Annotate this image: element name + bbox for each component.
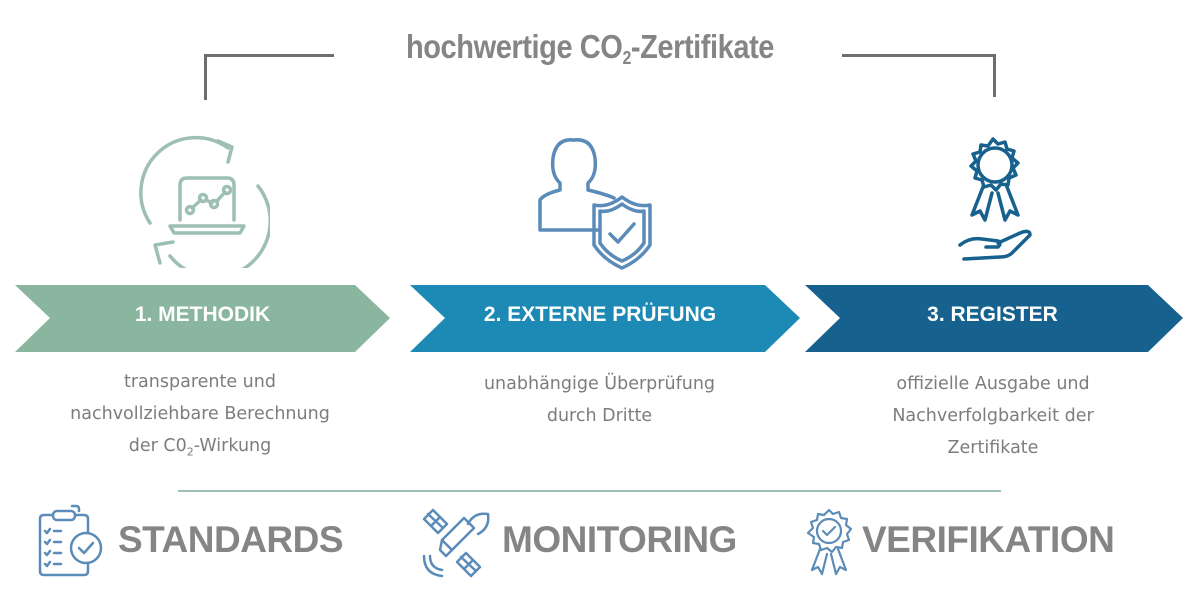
pillar-monitoring: MONITORING bbox=[502, 519, 737, 560]
award-hand-icon bbox=[958, 137, 1032, 261]
step-label-register: 3. REGISTER bbox=[927, 303, 1058, 326]
bracket-left-horizontal bbox=[204, 54, 334, 57]
step-description-externe-pruefung: unabhängige Überprüfung durch Dritte bbox=[483, 374, 716, 426]
badge-check-icon bbox=[806, 508, 853, 576]
chevron-externe-pruefung bbox=[410, 285, 800, 352]
step-description-methodik: transparente und nachvollziehbare Berech… bbox=[70, 372, 330, 459]
user-shield-check-icon bbox=[538, 138, 652, 270]
step-label-externe-pruefung: 2. EXTERNE PRÜFUNG bbox=[483, 303, 717, 326]
bracket-left-vertical bbox=[204, 54, 207, 100]
step-label-methodik: 1. METHODIK bbox=[134, 303, 271, 326]
satellite-icon bbox=[422, 508, 490, 578]
pillar-standards: STANDARDS bbox=[118, 519, 344, 560]
chevron-methodik bbox=[15, 285, 390, 352]
divider bbox=[178, 490, 1001, 492]
step-description-register: offizielle Ausgabe und Nachverfolgbarkei… bbox=[892, 374, 1094, 458]
pillar-verifikation: VERIFIKATION bbox=[862, 519, 1115, 560]
laptop-chart-cycle-icon bbox=[139, 135, 270, 268]
chevron-register bbox=[805, 285, 1183, 352]
clipboard-check-icon bbox=[38, 504, 103, 577]
bracket-right-horizontal bbox=[842, 54, 996, 57]
page-title: hochwertige CO2-Zertifikate bbox=[405, 28, 775, 68]
bracket-right-vertical bbox=[993, 54, 996, 97]
